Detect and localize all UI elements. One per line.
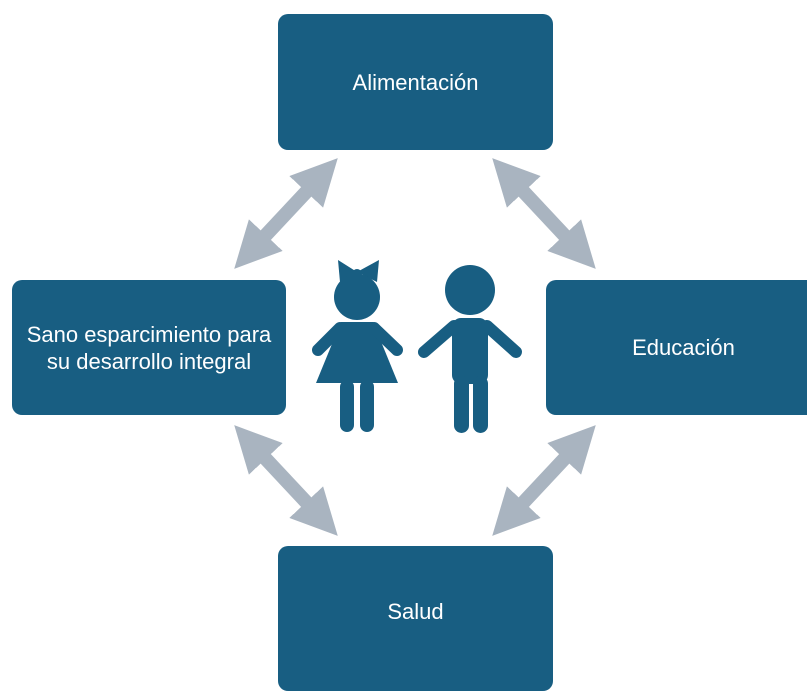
node-alimentacion: Alimentación [278,14,553,150]
arrow-top-right [492,158,596,269]
boy-arms [418,320,522,358]
node-educacion: Educación [546,280,807,415]
node-alimentacion-label: Alimentación [352,69,479,95]
arrow-top-left [234,158,338,269]
node-sano-esparcimiento-label: Sano esparcimiento para su desarrollo in… [26,321,272,374]
node-educacion-label: Educación [632,335,735,360]
boy-icon [445,265,495,433]
diagram-graphics [234,158,596,536]
node-sano-esparcimiento: Sano esparcimiento para su desarrollo in… [12,280,286,415]
node-salud: Salud [278,546,553,691]
girl-arms [312,322,403,356]
arrow-bottom-right [492,425,596,536]
node-salud-label: Salud [387,599,444,624]
arrow-bottom-left [234,425,338,536]
